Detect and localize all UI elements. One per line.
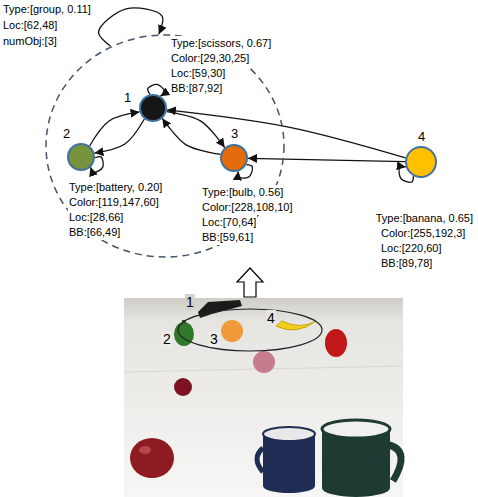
object-attribute: Type:[banana, 0.65]: [375, 211, 474, 226]
callout-number: 4: [266, 310, 276, 326]
mug-handle: [257, 448, 263, 472]
group-attribute: Type:[group, 0.11]: [2, 2, 92, 17]
object-attribute: Type:[scissors, 0.67]: [170, 36, 272, 51]
node-number: 2: [62, 126, 71, 141]
apple-highlight: [139, 446, 151, 454]
relation-arrow: [248, 158, 405, 161]
object-attribute: Color:[228,108,10]: [201, 200, 294, 215]
object-attribute: BB:[59,61]: [201, 230, 254, 245]
object-attribute: Loc:[28,66]: [68, 210, 124, 225]
relation-arrow: [90, 112, 140, 146]
group-attribute: numObj:[3]: [2, 34, 58, 49]
object-attribute: BB:[87,92]: [170, 81, 223, 96]
big-apple: [130, 438, 174, 478]
relation-arrow: [94, 119, 144, 153]
banana: [276, 321, 316, 330]
object-attribute: Color:[119,147,60]: [68, 195, 160, 210]
relation-arrow: [162, 118, 220, 154]
object-attribute: Type:[bulb, 0.56]: [201, 185, 284, 200]
callout-number: 3: [209, 331, 219, 347]
navy-mug: [263, 434, 315, 493]
onion: [253, 351, 275, 373]
object-node: 1Type:[scissors, 0.67]Color:[29,30,25]Lo…: [139, 94, 167, 122]
object-attribute: BB:[66,49]: [68, 225, 121, 240]
small-apple: [174, 378, 192, 396]
node-circle: [405, 146, 437, 178]
node-circle: [220, 144, 248, 172]
mug-handle: [389, 445, 401, 481]
node-circle: [68, 144, 94, 170]
node-circle: [221, 145, 247, 171]
relation-arrow: [167, 110, 406, 158]
object-node: 4Type:[banana, 0.65]Color:[255,192,3]Loc…: [405, 146, 437, 178]
group-outline: [178, 309, 322, 351]
object-attribute: Color:[255,192,3]: [380, 226, 466, 241]
relation-arrow: [167, 112, 225, 148]
node-circle: [139, 94, 167, 122]
object-attribute: Color:[29,30,25]: [170, 51, 250, 66]
up-arrow: [237, 268, 263, 297]
dashed-ellipse: [46, 35, 284, 257]
orange: [221, 320, 243, 342]
red-pepper: [325, 329, 347, 357]
photo-table: [124, 298, 403, 497]
group-node: 1Type:[scissors, 0.67]Color:[29,30,25]Lo…: [45, 34, 285, 258]
object-attribute: Loc:[70,64]: [201, 215, 257, 230]
callout-number: 1: [185, 294, 195, 310]
callout-number: 2: [162, 331, 172, 347]
object-node: 3Type:[bulb, 0.56]Color:[228,108,10]Loc:…: [220, 144, 248, 172]
node-circle: [140, 95, 166, 121]
mug-rim: [263, 427, 315, 441]
object-attribute: Loc:[220,60]: [380, 241, 443, 256]
node-circle: [67, 143, 95, 171]
node-circle: [406, 147, 436, 177]
object-attribute: Loc:[59,30]: [170, 66, 226, 81]
object-attribute: Type:[battery, 0.20]: [68, 180, 163, 195]
node-number: 3: [230, 126, 239, 141]
mug-rim: [322, 420, 390, 438]
node-number: 1: [123, 90, 132, 105]
object-attribute: BB:[89,78]: [380, 256, 433, 271]
node-number: 4: [417, 129, 426, 144]
object-node: 2Type:[battery, 0.20]Color:[119,147,60]L…: [67, 143, 95, 171]
group-attribute: Loc:[62,48]: [2, 18, 58, 33]
